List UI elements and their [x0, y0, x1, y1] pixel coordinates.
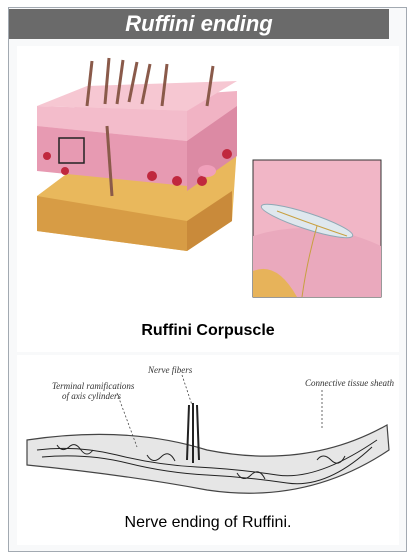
nerve-ramifications [36, 439, 378, 485]
corpuscle-body [26, 424, 390, 494]
nerve-fiber-stem [186, 403, 200, 463]
image-caption-ruffini-corpuscle: Ruffini Corpuscle [141, 322, 275, 339]
skin-cross-section-illustration[interactable] [17, 46, 399, 316]
ruffini-ending-histology-drawing[interactable] [17, 355, 399, 510]
ruffini-corpuscle-closeup [252, 159, 382, 298]
magnification-box [58, 137, 85, 164]
hair-follicles [85, 57, 215, 197]
label-terminal-ramifications-1: Terminal ramifications [52, 381, 135, 391]
nerve-end-bulbs [43, 149, 232, 186]
label-terminal-ramifications-2: of axis cylinders [62, 391, 121, 401]
label-nerve-fibers: Nerve fibers [148, 365, 193, 375]
image-caption-nerve-ending: Nerve ending of Ruffini. [124, 514, 292, 531]
label-connective-tissue-sheath: Connective tissue sheath [305, 378, 394, 388]
infobox-title: Ruffini ending [9, 9, 389, 39]
